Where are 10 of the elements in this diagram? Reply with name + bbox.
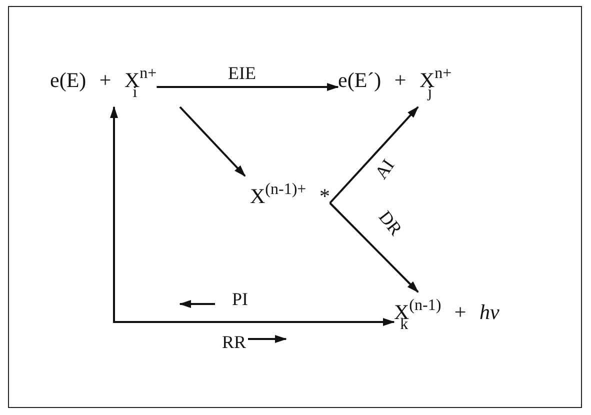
formula-term: X$^{(n-1)+}$ * xyxy=(250,176,330,213)
edge-label: AI xyxy=(372,156,398,182)
arrow xyxy=(179,106,246,177)
edge-label: RR xyxy=(222,333,246,351)
arrow xyxy=(329,106,419,204)
edge-label: EIE xyxy=(228,64,256,82)
edge-label: PI xyxy=(232,290,248,308)
arrow xyxy=(156,83,339,91)
arrow xyxy=(329,202,419,293)
edge-label: DR xyxy=(376,208,406,238)
